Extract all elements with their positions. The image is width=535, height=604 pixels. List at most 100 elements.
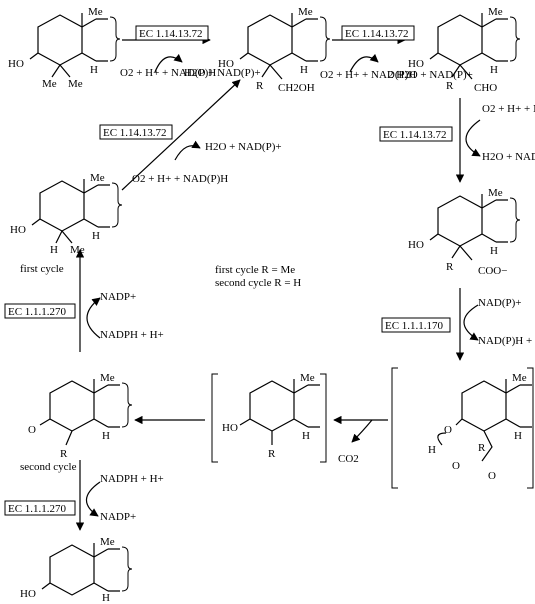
cofactor-arrow <box>463 304 479 341</box>
svg-text:EC 1.14.13.72: EC 1.14.13.72 <box>345 28 409 40</box>
atom-r: R <box>446 261 454 273</box>
cofactor-arrow <box>154 53 183 73</box>
cofactor-in: O2 + H+ + NAD(P)H <box>320 69 416 81</box>
cofactor-out: NADP+ <box>100 291 136 303</box>
atom-o: O <box>28 424 36 436</box>
enzyme-label: EC 1.14.13.72 <box>99 124 173 140</box>
molecule-6: Me O H O R O H <box>428 372 533 482</box>
atom-h: H <box>50 244 58 256</box>
cofactor-arrow <box>85 481 101 517</box>
cofactor-arrow <box>174 140 201 161</box>
enzyme-label: EC 1.14.13.72 <box>135 25 209 41</box>
molecule-2: Me HO R CH2OH H <box>218 6 331 94</box>
cofactor-in: NAD(P)+ <box>478 297 521 309</box>
atom-h: H <box>92 230 100 242</box>
bracket-right <box>320 373 327 463</box>
atom-ho: HO <box>222 422 238 434</box>
first-cycle-label: first cycle <box>20 263 64 275</box>
atom-ho: HO <box>8 58 24 70</box>
svg-text:EC 1.1.1.270: EC 1.1.1.270 <box>8 306 67 318</box>
second-cycle-label: second cycle <box>20 461 77 473</box>
atom-o: O <box>444 424 452 436</box>
atom-me: Me <box>488 187 503 199</box>
atom-o: O <box>488 470 496 482</box>
svg-text:EC 1.1.1.170: EC 1.1.1.170 <box>385 320 444 332</box>
cycle-note: first cycle R = Me <box>215 264 295 276</box>
cycle-note: second cycle R = H <box>215 277 301 289</box>
cofactor-out: H2O + NAD(P)+ <box>205 141 282 153</box>
svg-text:EC 1.14.13.72: EC 1.14.13.72 <box>383 129 447 141</box>
atom-h: H <box>490 64 498 76</box>
atom-h: H <box>102 592 110 604</box>
cofactor-in: O2 + H+ + NAD(P)H <box>132 173 228 185</box>
atom-ho: HO <box>10 224 26 236</box>
cofactor-out: CO2 <box>338 453 359 465</box>
atom-me: Me <box>100 536 115 548</box>
electron-arrow <box>437 432 447 446</box>
cofactor-out: H2O + NAD(P)+ <box>184 67 261 79</box>
bracket-left <box>211 373 218 463</box>
svg-text:EC 1.14.13.72: EC 1.14.13.72 <box>103 127 167 139</box>
enzyme-label: EC 1.14.13.72 <box>379 126 453 142</box>
atom-h: H <box>102 430 110 442</box>
cofactor-in: O2 + H+ + NAD(P)H <box>482 103 535 115</box>
svg-text:EC 1.14.13.72: EC 1.14.13.72 <box>139 28 203 40</box>
cofactor-out: 2 H2O + NAD(P)+ <box>388 69 473 81</box>
atom-r: R <box>446 80 454 92</box>
atom-me: Me <box>68 78 83 90</box>
atom-me: Me <box>88 6 103 18</box>
molecule-5: Me HO H Me H <box>10 172 123 256</box>
atom-me: Me <box>512 372 527 384</box>
atom-ho: HO <box>218 58 234 70</box>
molecule-1: Me HO Me Me H <box>8 6 121 90</box>
molecule-7: Me HO R H <box>222 372 321 460</box>
molecule-9: Me HO H <box>20 536 133 604</box>
atom-me: Me <box>298 6 313 18</box>
atom-h: H <box>490 245 498 257</box>
atom-h: H <box>428 444 436 456</box>
atom-h: H <box>514 430 522 442</box>
enzyme-label: EC 1.1.1.270 <box>4 303 76 319</box>
atom-ho: HO <box>20 588 36 600</box>
atom-r: R <box>268 448 276 460</box>
atom-ch2oh: CH2OH <box>278 82 315 94</box>
molecule-4: Me HO R COO− H <box>408 187 521 277</box>
enzyme-label: EC 1.1.1.270 <box>4 500 76 516</box>
atom-coo: COO− <box>478 265 507 277</box>
atom-h: H <box>302 430 310 442</box>
atom-me: Me <box>100 372 115 384</box>
cofactor-arrow <box>86 297 101 339</box>
cofactor-in: NADPH + H+ <box>100 329 164 341</box>
atom-ho: HO <box>408 58 424 70</box>
atom-me: Me <box>90 172 105 184</box>
atom-h: H <box>90 64 98 76</box>
molecule-8: Me O R H <box>28 372 133 460</box>
bracket-left <box>391 367 398 489</box>
cofactor-out: NAD(P)H + H+ <box>478 335 535 347</box>
molecule-3: Me HO R CHO H <box>408 6 521 94</box>
atom-r: R <box>60 448 68 460</box>
atom-r: R <box>478 442 486 454</box>
atom-me: Me <box>42 78 57 90</box>
cofactor-in: NADPH + H+ <box>100 473 164 485</box>
enzyme-label: EC 1.1.1.170 <box>381 317 451 333</box>
enzyme-label: EC 1.14.13.72 <box>341 25 415 41</box>
cofactor-out: NADP+ <box>100 511 136 523</box>
atom-me: Me <box>300 372 315 384</box>
reaction-arrow <box>121 79 241 191</box>
cofactor-out: H2O + NAD(P)+ <box>482 151 535 163</box>
atom-r: R <box>256 80 264 92</box>
co2-arrow <box>351 419 373 443</box>
cofactor-arrow <box>349 53 379 73</box>
atom-cho: CHO <box>474 82 497 94</box>
atom-me: Me <box>70 244 85 256</box>
cofactor-in: O2 + H+ + NAD(P)H <box>120 67 216 79</box>
atom-ho: HO <box>408 239 424 251</box>
cofactor-arrow <box>465 119 481 157</box>
bracket-right <box>527 367 534 489</box>
atom-o: O <box>452 460 460 472</box>
atom-me: Me <box>488 6 503 18</box>
atom-h: H <box>300 64 308 76</box>
